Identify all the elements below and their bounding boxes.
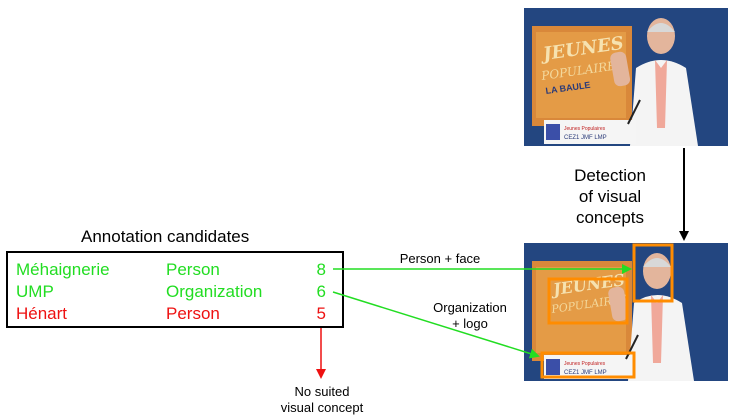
annotation-title: Annotation candidates [81, 227, 250, 246]
organization-logo-label-line-2: + logo [452, 316, 488, 331]
candidate-name: Méhaignerie [16, 260, 110, 279]
candidate-score: 5 [316, 304, 326, 323]
person-face-label: Person + face [399, 251, 481, 266]
annotated-photo: JEUNES POPULAIRES Jeunes Populaires CEZ1… [524, 243, 728, 381]
podium-logo-detection-box [540, 351, 636, 379]
podium-text-2: CEZ1 JMF LMP [564, 135, 607, 141]
organization-logo-label: Organization + logo [420, 300, 520, 332]
no-concept-label: No suited visual concept [262, 384, 382, 416]
candidate-name: UMP [16, 282, 54, 301]
candidate-row: Méhaignerie Person 8 [8, 259, 342, 281]
detection-label: Detection of visual concepts [560, 165, 660, 228]
candidate-type: Person [166, 304, 220, 323]
candidate-score: 8 [316, 260, 326, 279]
candidate-name: Hénart [16, 304, 68, 323]
organization-logo-arrow [332, 291, 540, 359]
detection-label-line-1: Detection [574, 166, 646, 185]
candidate-score: 6 [316, 282, 326, 301]
candidate-row: UMP Organization 6 [8, 281, 342, 303]
logo-detection-box [547, 277, 629, 325]
annotation-candidates-table: Méhaignerie Person 8 UMP Organization 6 … [6, 251, 344, 328]
candidate-row: Hénart Person 5 [8, 303, 342, 325]
annotated-photo-graphic: JEUNES POPULAIRES Jeunes Populaires CEZ1… [524, 243, 728, 381]
detection-label-line-3: concepts [575, 208, 645, 227]
detection-label-line-2: of visual [578, 187, 642, 206]
podium-text-1b: Jeunes Populaires [564, 361, 606, 367]
source-photo: JEUNES POPULAIRES LA BAULE Jeunes Popula… [524, 8, 728, 146]
podium-text-2b: CEZ1 JMF LMP [564, 370, 607, 376]
no-concept-label-line-1: No suited [294, 384, 350, 399]
podium-text-1: Jeunes Populaires [564, 126, 606, 132]
no-concept-label-line-2: visual concept [280, 400, 364, 415]
organization-logo-label-line-1: Organization [433, 300, 507, 315]
face-detection-box [632, 243, 674, 303]
candidate-type: Organization [166, 282, 263, 301]
candidate-type: Person [166, 260, 220, 279]
source-photo-graphic: JEUNES POPULAIRES LA BAULE Jeunes Popula… [524, 8, 728, 146]
